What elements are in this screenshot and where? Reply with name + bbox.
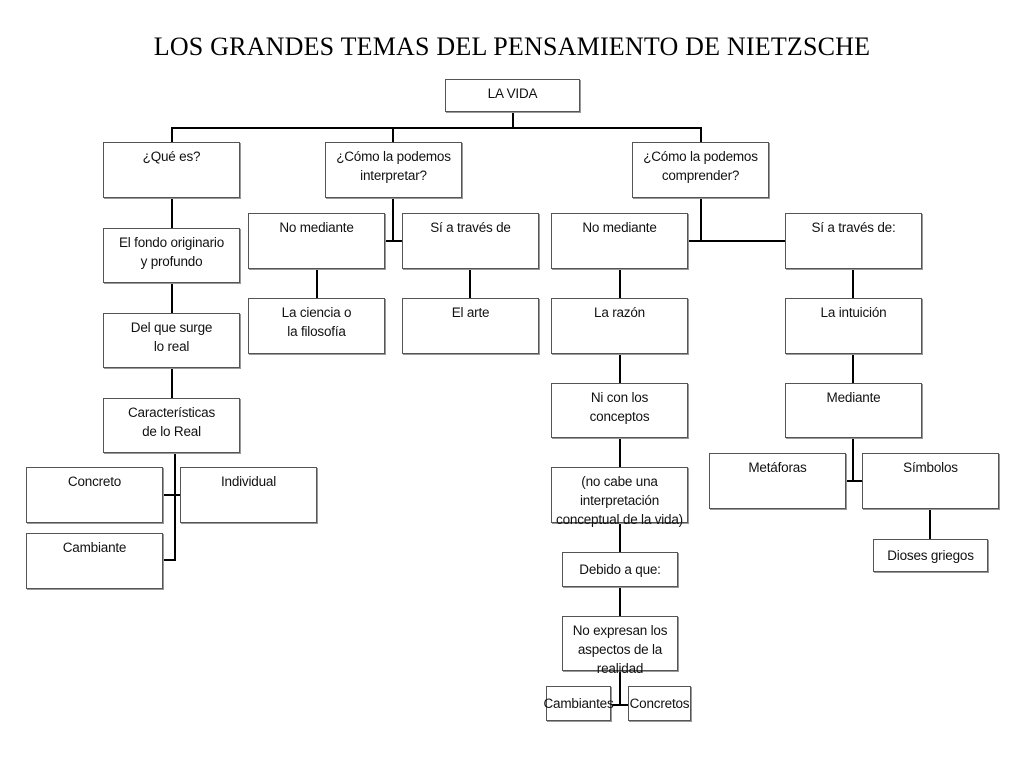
connector	[610, 704, 629, 706]
node-debido-a-que: Debido a que:	[562, 552, 678, 587]
connector	[700, 127, 702, 143]
node-fondo-originario: El fondo originario y profundo	[103, 228, 240, 283]
node-como-interpretar: ¿Cómo la podemos interpretar?	[325, 142, 462, 198]
page-title: LOS GRANDES TEMAS DEL PENSAMIENTO DE NIE…	[153, 32, 871, 61]
connector	[619, 268, 621, 299]
connector	[700, 197, 702, 242]
node-arte: El arte	[402, 298, 539, 354]
connector	[174, 452, 176, 560]
connector	[619, 437, 621, 468]
node-simbolos: Símbolos	[862, 453, 999, 509]
node-como-comprender: ¿Cómo la podemos comprender?	[632, 142, 769, 198]
node-no-expresan: No expresan los aspectos de la realidad	[562, 616, 678, 676]
connector	[619, 353, 621, 384]
node-no-cabe: (no cabe una interpretación conceptual d…	[551, 467, 688, 527]
node-no-mediante-interpretar: No mediante	[248, 213, 385, 269]
connector	[171, 127, 702, 129]
node-concreto: Concreto	[26, 467, 163, 523]
connector	[171, 367, 173, 399]
node-mediante: Mediante	[785, 383, 922, 438]
node-caracteristicas: Características de lo Real	[103, 398, 240, 453]
connector	[688, 240, 786, 242]
connector	[619, 586, 621, 617]
node-concretos: Concretos	[628, 686, 691, 721]
node-si-traves-interpretar: Sí a través de	[402, 213, 539, 269]
connector	[852, 437, 854, 482]
connector	[469, 268, 471, 299]
connector	[846, 480, 863, 482]
node-individual: Individual	[180, 467, 317, 523]
connector	[852, 268, 854, 299]
connector	[384, 240, 403, 242]
node-cambiantes: Cambiantes	[543, 686, 614, 721]
node-cambiante: Cambiante	[26, 533, 163, 589]
node-ciencia-filosofia: La ciencia o la filosofía	[248, 298, 385, 354]
node-del-que-surge: Del que surge lo real	[103, 313, 240, 368]
node-metaforas: Metáforas	[709, 453, 846, 509]
node-la-vida: LA VIDA	[445, 79, 580, 112]
connector	[171, 282, 173, 314]
connector	[162, 559, 176, 561]
connector	[392, 127, 394, 143]
node-razon: La razón	[551, 298, 688, 354]
connector	[392, 197, 394, 242]
connector	[619, 522, 621, 553]
node-dioses-griegos: Dioses griegos	[873, 539, 988, 572]
connector	[852, 353, 854, 384]
connector	[929, 509, 931, 540]
connector	[171, 127, 173, 143]
connector	[619, 670, 621, 706]
node-intuicion: La intuición	[785, 298, 922, 354]
connector	[316, 268, 318, 299]
connector	[171, 197, 173, 229]
node-ni-conceptos: Ni con los conceptos	[551, 383, 688, 438]
connector	[162, 494, 181, 496]
node-que-es: ¿Qué es?	[103, 142, 240, 198]
connector	[512, 111, 514, 128]
node-si-traves-comprender: Sí a través de:	[785, 213, 922, 269]
node-no-mediante-comprender: No mediante	[551, 213, 688, 269]
